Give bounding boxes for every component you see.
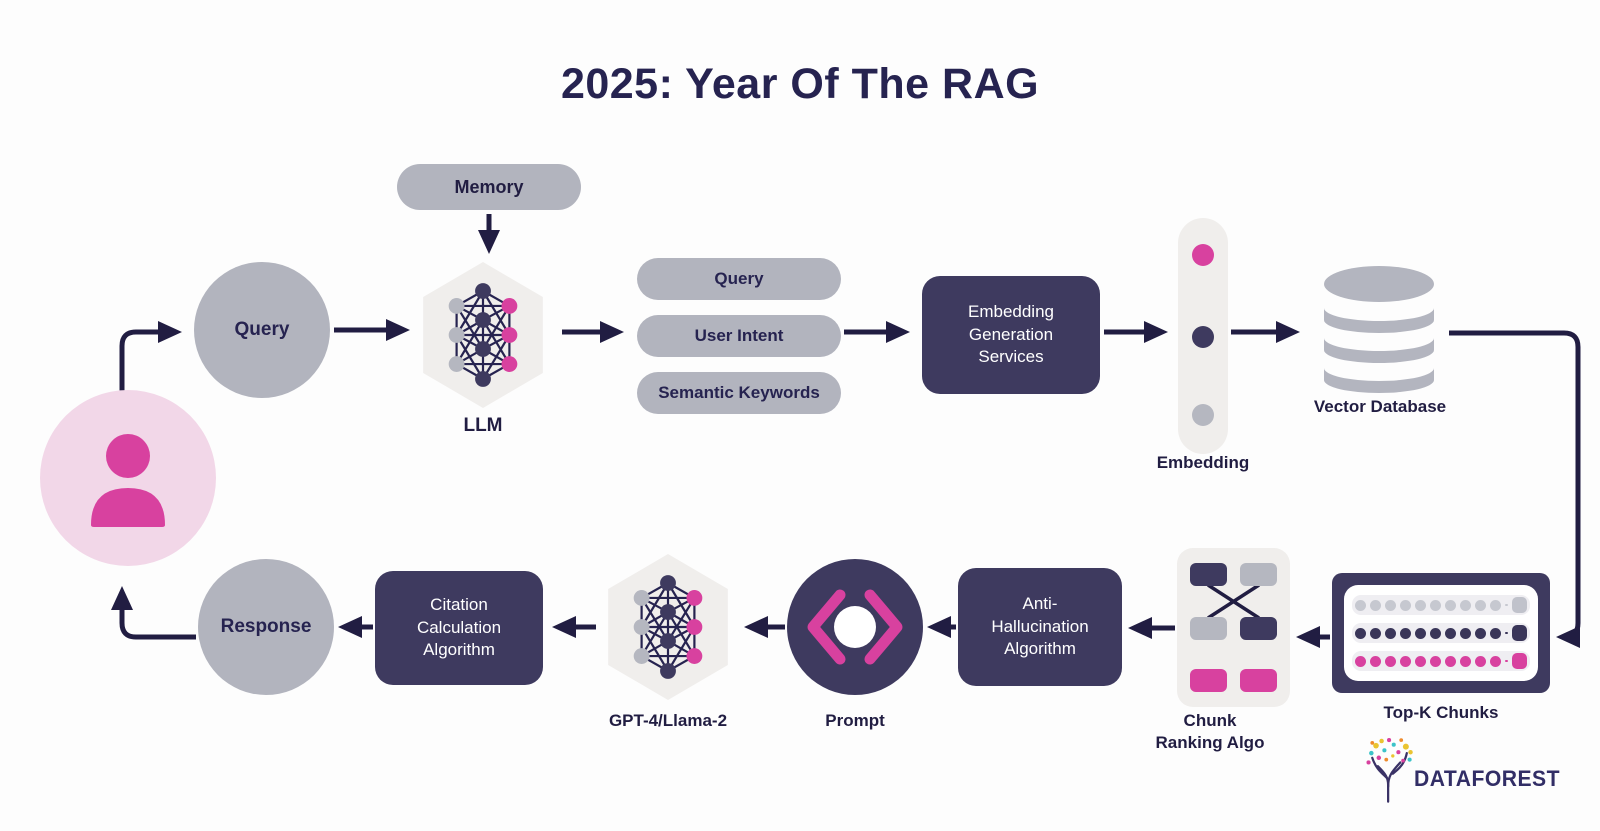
pill-user-intent-label: User Intent: [694, 326, 784, 345]
llm-label: LLM: [463, 415, 503, 436]
memory-node: Memory: [397, 164, 581, 210]
arrow-user-to-query: [119, 321, 182, 400]
gpt-label: GPT-4/Llama-2: [608, 711, 728, 730]
query-node: Query: [194, 262, 330, 398]
code-prompt-icon: [807, 589, 903, 665]
chunk-row-pink: [1352, 651, 1530, 671]
neural-network-icon: [447, 282, 519, 388]
arrow-vectordb-to-topk: [1449, 330, 1581, 648]
pill-query-label: Query: [714, 269, 764, 288]
response-label: Response: [220, 616, 312, 637]
pill-query: Query: [637, 258, 841, 300]
embedding-service-node: Embedding Generation Services: [922, 276, 1100, 394]
pill-semantic-keywords: Semantic Keywords: [637, 372, 841, 414]
anti-hallucination-node: Anti- Hallucination Algorithm: [958, 568, 1122, 686]
dataforest-logo: DATAFOREST: [1362, 732, 1562, 812]
embedding-dot-gray: [1192, 404, 1214, 426]
database-icon: [1324, 266, 1434, 393]
embedding-dots-icon: [1178, 218, 1228, 454]
page-title: 2025: Year Of The RAG: [560, 60, 1040, 108]
arrow-response-to-user: [111, 586, 196, 640]
chunk-ranking-label: Chunk Ranking Algo: [1155, 711, 1265, 753]
user-node: [40, 390, 216, 566]
gpt-node: [608, 554, 728, 700]
neural-network-icon: [632, 574, 704, 680]
prompt-label: Prompt: [825, 711, 885, 730]
llm-node: [423, 262, 543, 408]
memory-label: Memory: [454, 176, 524, 197]
chunk-row-gray: [1352, 595, 1530, 615]
dataforest-wordmark: DATAFOREST: [1414, 766, 1560, 791]
embedding-dot-navy: [1192, 326, 1214, 348]
chunk-ranking-icon: [1177, 548, 1290, 707]
prompt-node: [787, 559, 923, 695]
topk-chunks-rows: [1344, 585, 1538, 681]
pill-user-intent: User Intent: [637, 315, 841, 357]
dataforest-tree-icon: [1366, 738, 1413, 803]
person-icon: [91, 434, 165, 527]
topk-chunks-icon: [1332, 573, 1550, 693]
chunk-row-navy: [1352, 623, 1530, 643]
embedding-dot-pink: [1192, 244, 1214, 266]
query-label: Query: [234, 319, 290, 340]
topk-label: Top-K Chunks: [1383, 703, 1499, 722]
pill-semantic-keywords-label: Semantic Keywords: [658, 383, 820, 402]
embedding-label: Embedding: [1156, 453, 1250, 472]
citation-node: Citation Calculation Algorithm: [375, 571, 543, 685]
response-node: Response: [198, 559, 334, 695]
vector-db-label: Vector Database: [1313, 397, 1447, 416]
